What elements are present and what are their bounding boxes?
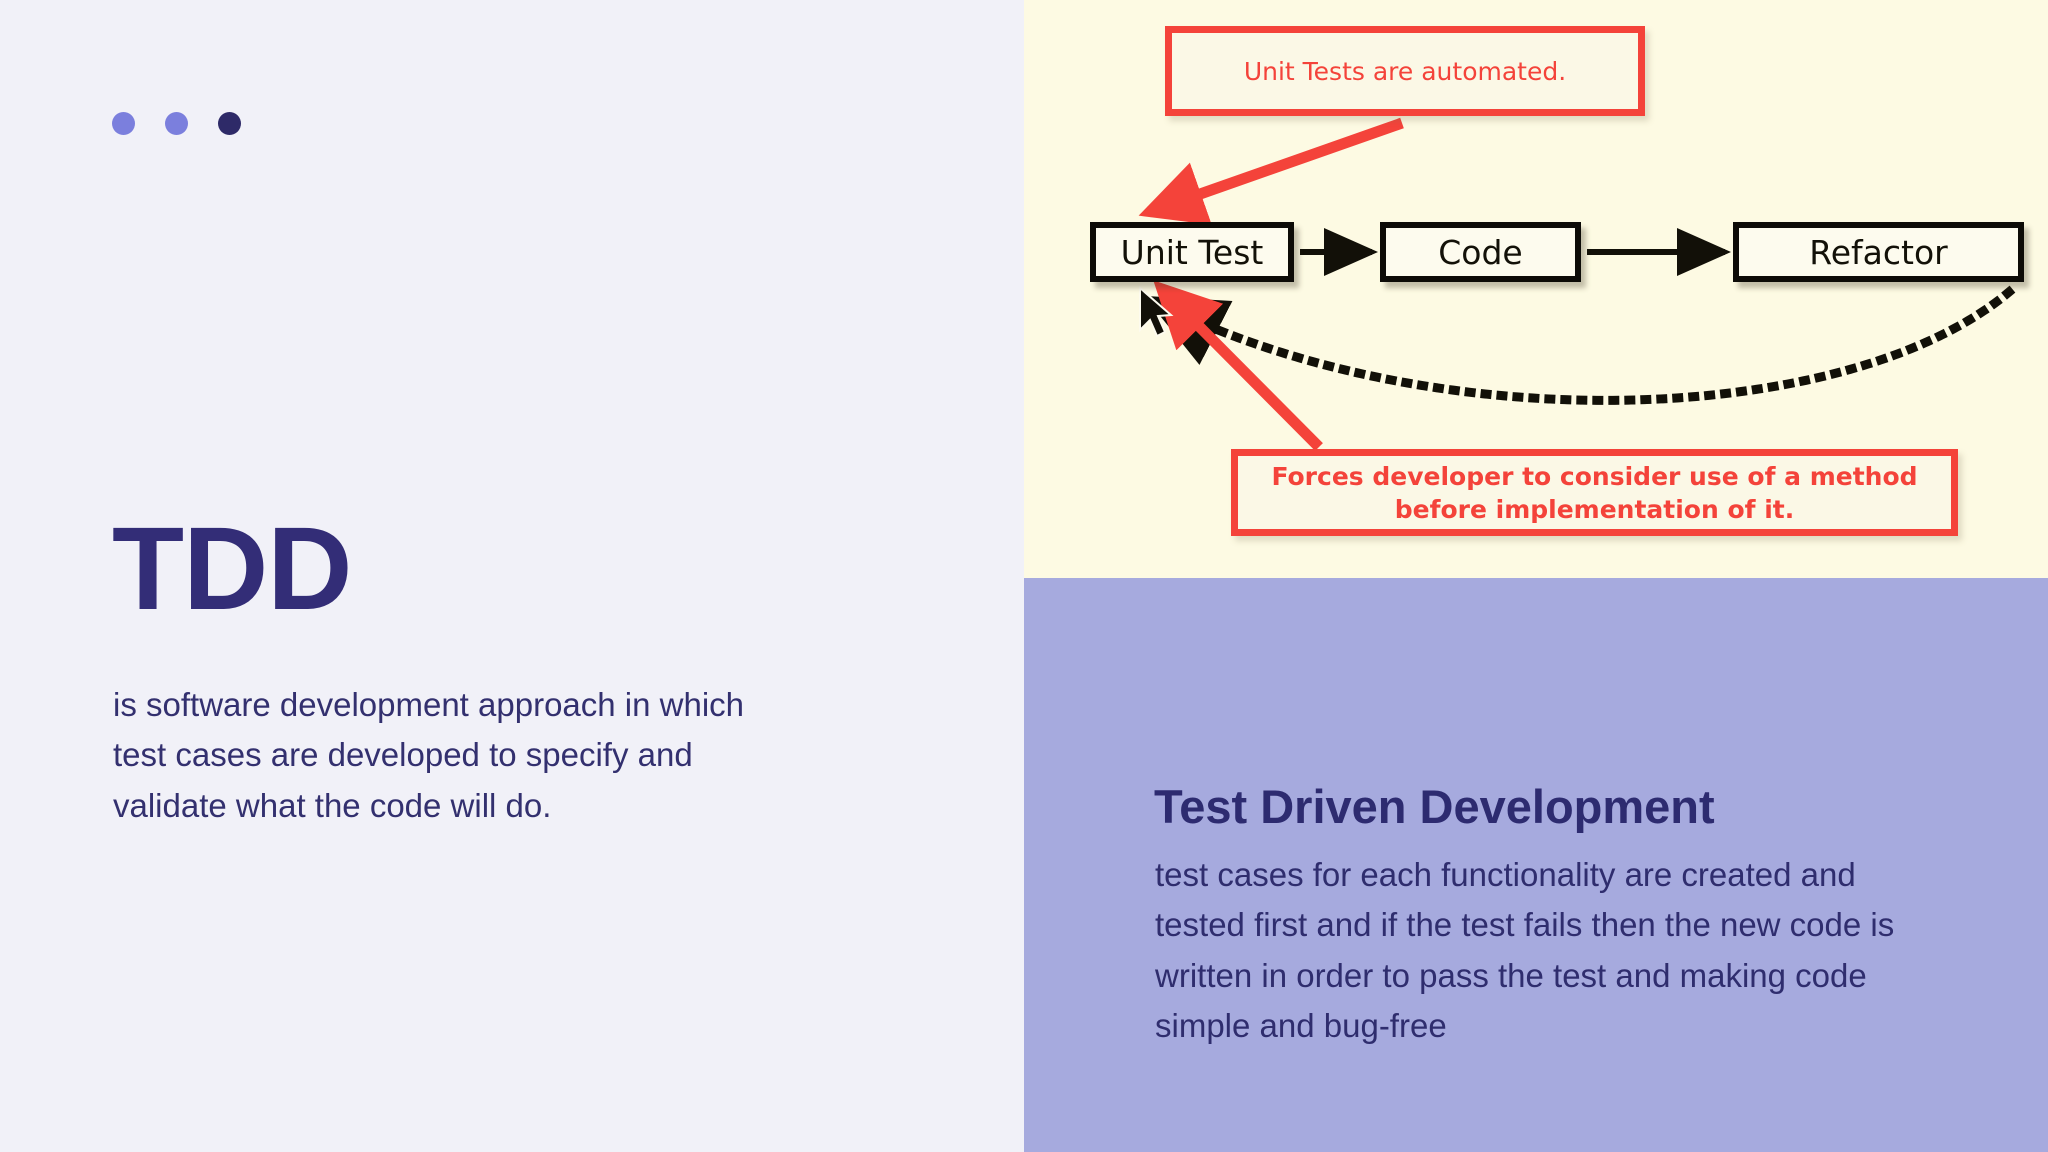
page-title: TDD — [112, 503, 353, 635]
callout-forces-developer: Forces developer to consider use of a me… — [1231, 449, 1958, 536]
info-panel: Test Driven Development test cases for e… — [1024, 578, 2048, 1152]
diagram-connectors — [1138, 117, 2016, 451]
dot-3-icon — [218, 112, 241, 135]
left-panel: TDD is software development approach in … — [112, 112, 745, 824]
flow-box-code-label: Code — [1438, 232, 1523, 272]
dot-1-icon — [112, 112, 135, 135]
dotted-feedback-loop — [1143, 285, 2016, 405]
dot-indicator-group — [112, 112, 241, 135]
mouse-cursor-icon — [1139, 285, 1174, 338]
flow-box-code: Code — [1380, 222, 1581, 282]
flow-box-unit-test-label: Unit Test — [1120, 232, 1264, 272]
callout-forces-developer-line2: before implementation of it. — [1394, 494, 1795, 524]
callout-forces-developer-line1: Forces developer to consider use of a me… — [1271, 461, 1918, 491]
page-description: is software development approach in whic… — [113, 686, 745, 824]
callout-unit-tests-automated-label: Unit Tests are automated. — [1243, 56, 1567, 86]
red-arrow-to-unit-test-bottom — [1153, 280, 1323, 451]
callout-unit-tests-automated: Unit Tests are automated. — [1165, 26, 1645, 116]
flow-box-refactor-label: Refactor — [1809, 232, 1948, 272]
red-arrow-to-unit-test-top — [1138, 117, 1404, 225]
flow-box-refactor: Refactor — [1733, 222, 2024, 282]
tdd-cycle-diagram: Unit Tests are automated. Unit Test Code… — [1024, 0, 2048, 578]
info-panel-body: test cases for each functionality are cr… — [1155, 856, 1895, 1045]
dot-2-icon — [165, 112, 188, 135]
flow-box-unit-test: Unit Test — [1090, 222, 1294, 282]
info-panel-title: Test Driven Development — [1154, 780, 1715, 833]
